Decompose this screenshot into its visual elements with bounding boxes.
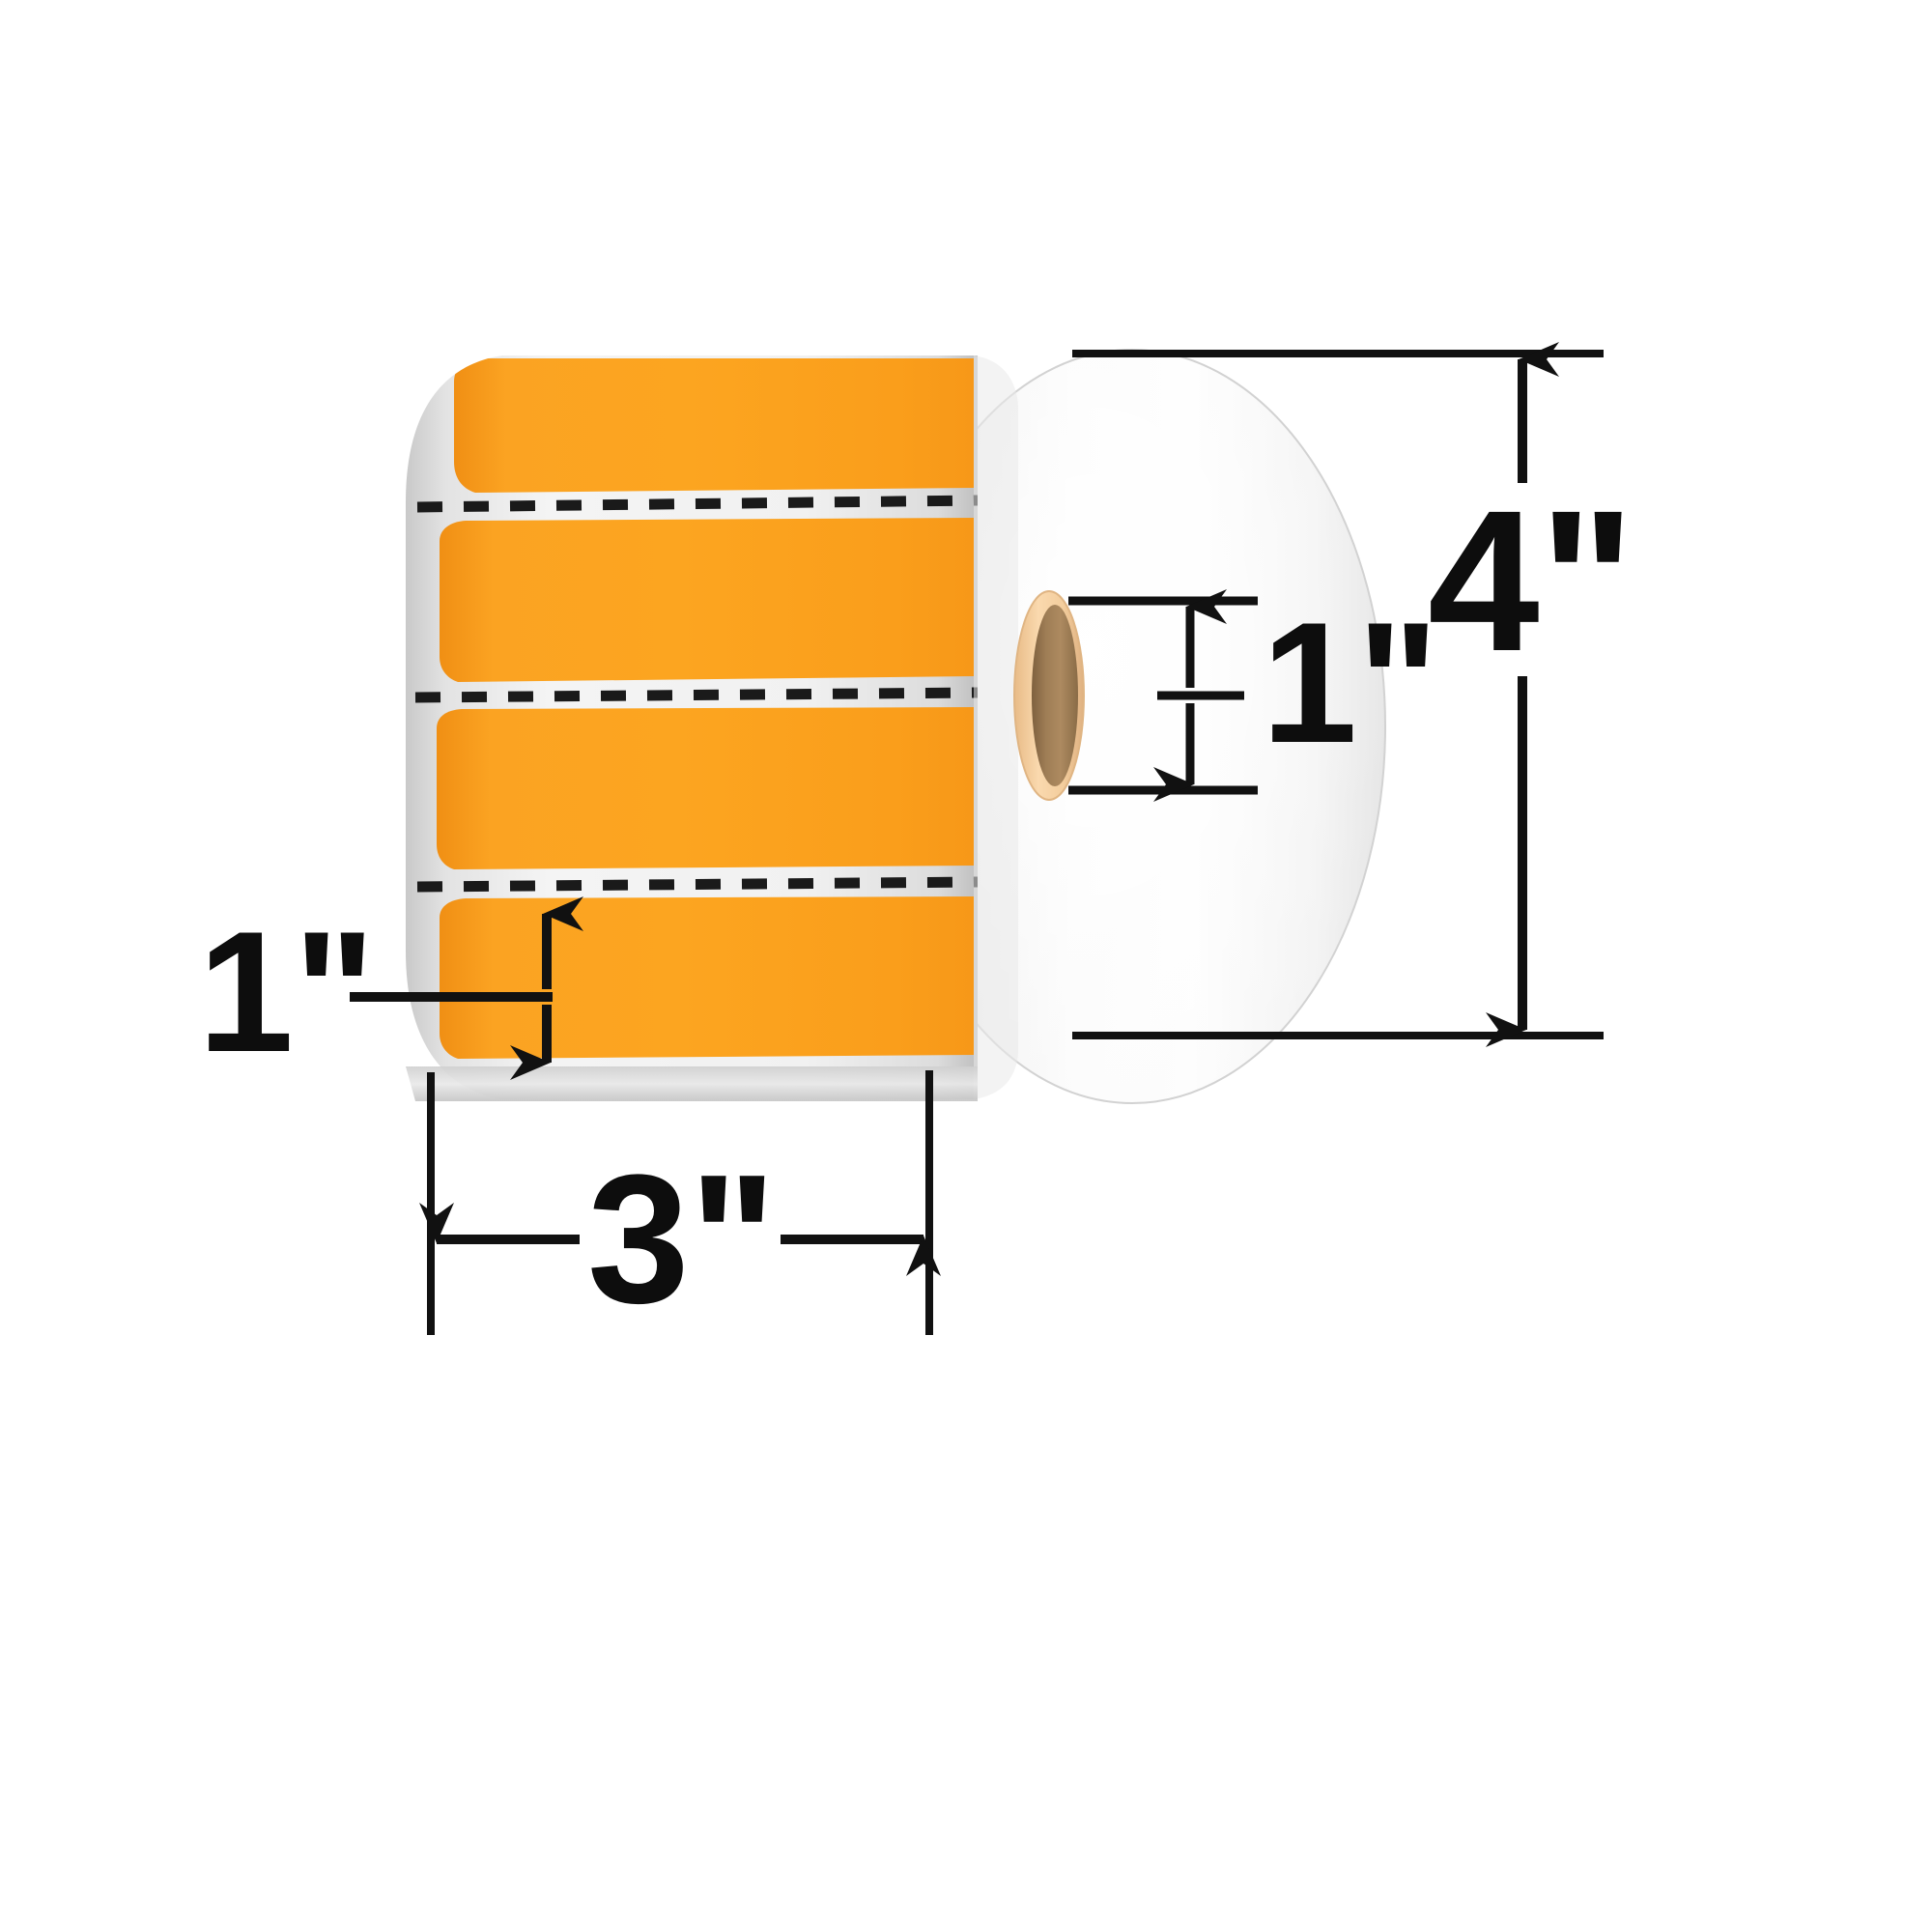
dimension-label-width (419, 1070, 941, 1335)
perforation-line (416, 876, 978, 893)
dimension-label-height (350, 896, 583, 1080)
dimension-value-roll-diameter: 4" (1428, 469, 1635, 694)
perforation-line (416, 495, 978, 513)
perforation-line (414, 687, 978, 703)
list-item (437, 707, 974, 869)
list-item (440, 896, 974, 1059)
web-bottom-edge (406, 1066, 978, 1101)
dimension-value-label-height: 1" (198, 895, 376, 1088)
dimension-core-diameter (1068, 589, 1258, 802)
dimension-value-core-diameter: 1" (1262, 586, 1439, 779)
roll-front-face (406, 355, 1018, 1101)
dimension-roll-diameter (1072, 342, 1604, 1047)
roll-core-hole (1013, 590, 1085, 801)
roll-seam (974, 355, 1018, 1099)
list-item (454, 358, 974, 493)
dimension-value-label-width: 3" (587, 1137, 777, 1342)
list-item (440, 518, 974, 682)
